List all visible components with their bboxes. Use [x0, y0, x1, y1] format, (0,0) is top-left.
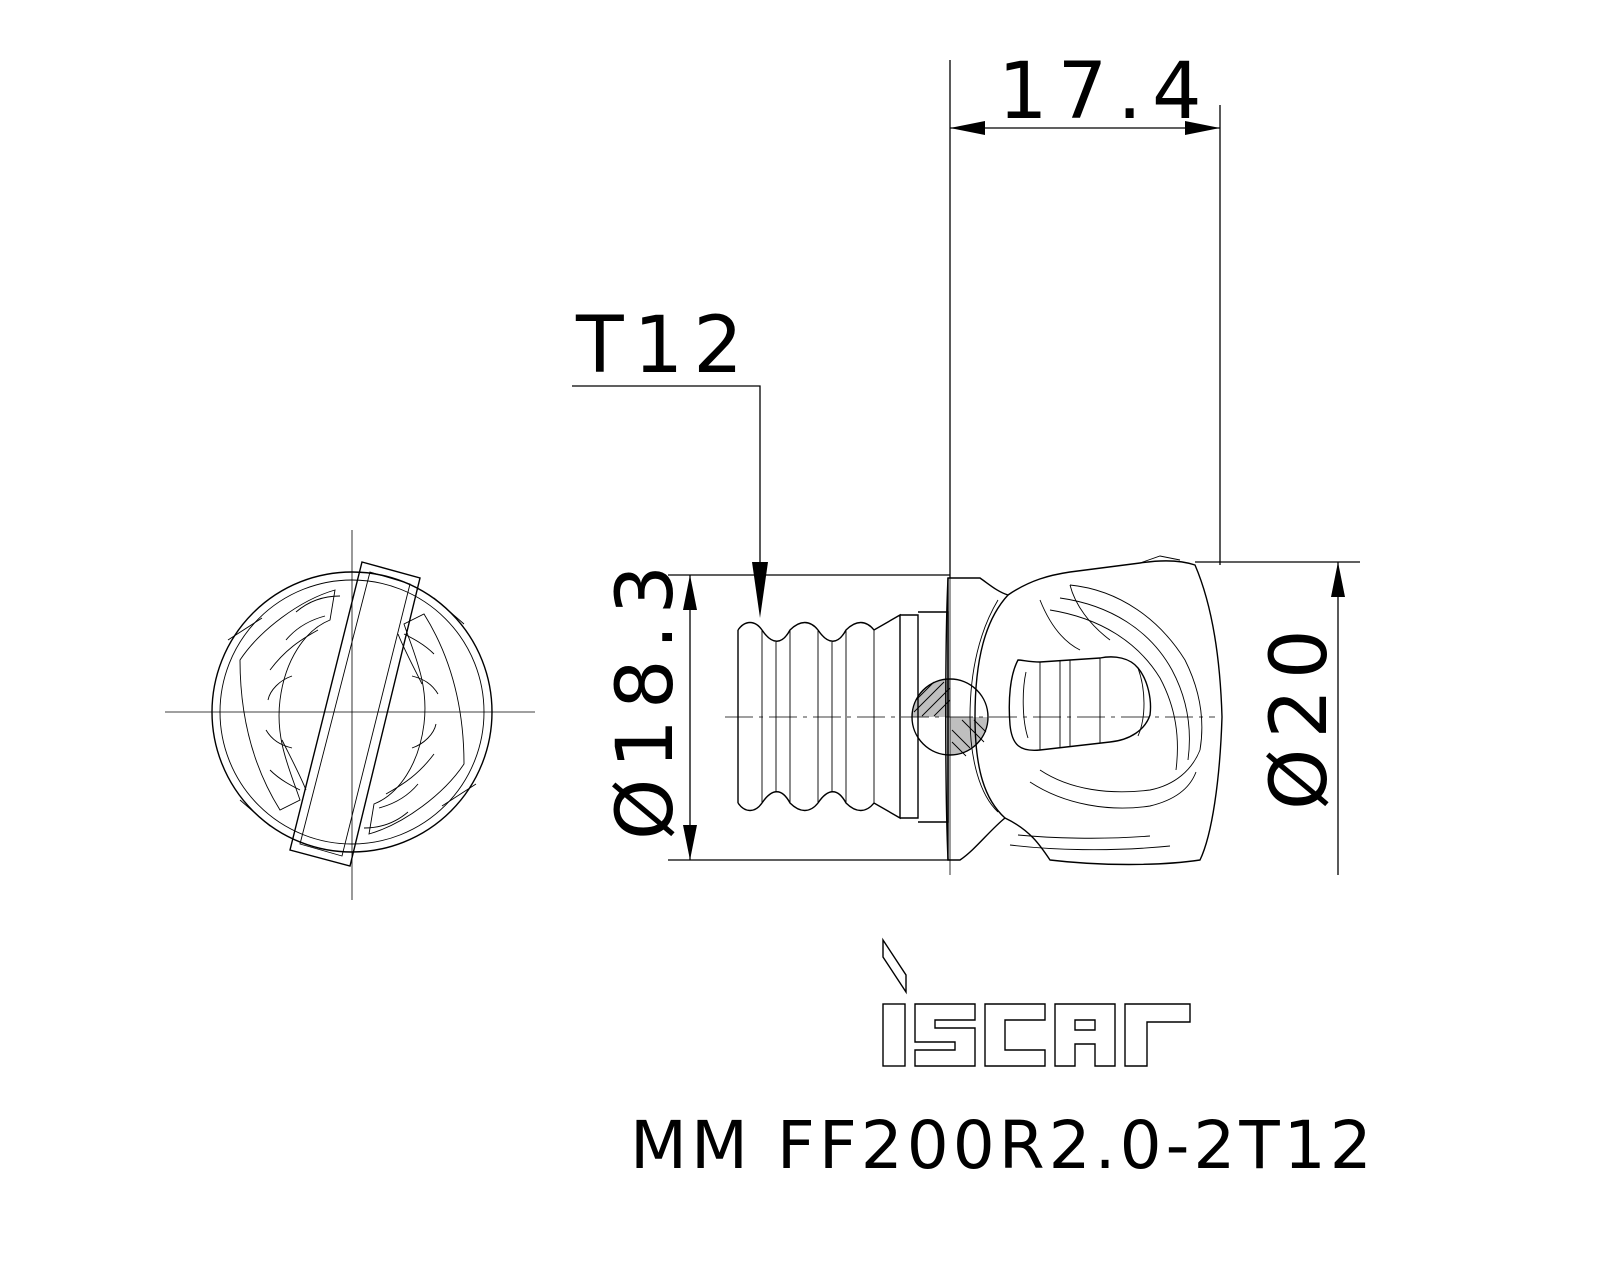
cog-quadrant-tl [912, 679, 950, 717]
dimension-length: 17.4 [949, 47, 1221, 578]
dim-head-label: Ø20 [1255, 619, 1345, 810]
logo-i-dot [882, 937, 907, 995]
head-outline [947, 560, 1223, 866]
side-view [725, 555, 1223, 875]
cog-hatch [913, 681, 987, 757]
end-view-right-chip [363, 633, 423, 829]
dim-thread-label: T12 [575, 301, 753, 391]
logo-a [1054, 1003, 1116, 1067]
cutting-edge-lower-1 [1039, 749, 1201, 793]
chip-pocket-lines [1039, 658, 1101, 750]
end-view-left-chip [281, 595, 341, 791]
head-back-face [945, 577, 949, 861]
end-view-right-edge [368, 613, 465, 835]
logo-i-stem [882, 1003, 906, 1067]
tip-chamfer [1139, 555, 1181, 564]
iscar-logo [882, 937, 1191, 1067]
dimension-thread: T12 [572, 301, 768, 618]
chip-pocket-rims [1022, 667, 1145, 739]
dimension-head-diameter: Ø20 [1195, 561, 1360, 875]
threaded-shank [737, 613, 901, 820]
dimension-neck-diameter: Ø18.3 [601, 555, 950, 861]
head-shoulder [974, 594, 1009, 819]
end-view [165, 530, 535, 900]
chip-pocket [1008, 656, 1152, 752]
logo-c [984, 1003, 1046, 1067]
dim-arrow-head-top [1331, 562, 1345, 597]
cog-quadrant-br [950, 717, 988, 755]
lower-flank-lines [1009, 834, 1171, 851]
dim-arrow-length-left [950, 121, 985, 135]
thread-roots [775, 642, 833, 792]
end-view-inner-outline [219, 579, 485, 845]
end-view-right-flutes [385, 633, 439, 795]
end-view-insert-inner [299, 571, 411, 857]
center-of-gravity-symbol [911, 678, 989, 756]
collar-step [900, 614, 919, 819]
dim-neck-label: Ø18.3 [601, 555, 691, 840]
end-view-left-edge [239, 589, 336, 811]
rake-face-lines [1039, 584, 1111, 651]
end-view-clearance-lines [227, 597, 477, 827]
dim-arrow-neck-bottom [683, 825, 697, 860]
logo-s [914, 1003, 976, 1067]
head-shoulder-inner [969, 599, 999, 813]
cutting-edge-2 [1059, 597, 1190, 761]
end-view-left-flutes [265, 629, 319, 791]
dim-arrow-neck-top [683, 575, 697, 610]
dim-length-label: 17.4 [998, 47, 1212, 137]
dim-arrow-length-right [1185, 121, 1220, 135]
logo-r [1124, 1003, 1191, 1067]
part-code: MM FF200R2.0-2T12 [630, 1107, 1376, 1184]
thread-profile [737, 613, 901, 820]
end-view-outline [211, 571, 493, 853]
cutting-edge-1 [1069, 584, 1203, 751]
leader-thread [572, 385, 761, 592]
end-view-insert [289, 561, 421, 867]
thread-crests [761, 630, 875, 803]
leader-arrow-thread [752, 562, 768, 618]
cutting-head [945, 555, 1223, 866]
cutting-edge-lower-2 [1029, 771, 1197, 809]
